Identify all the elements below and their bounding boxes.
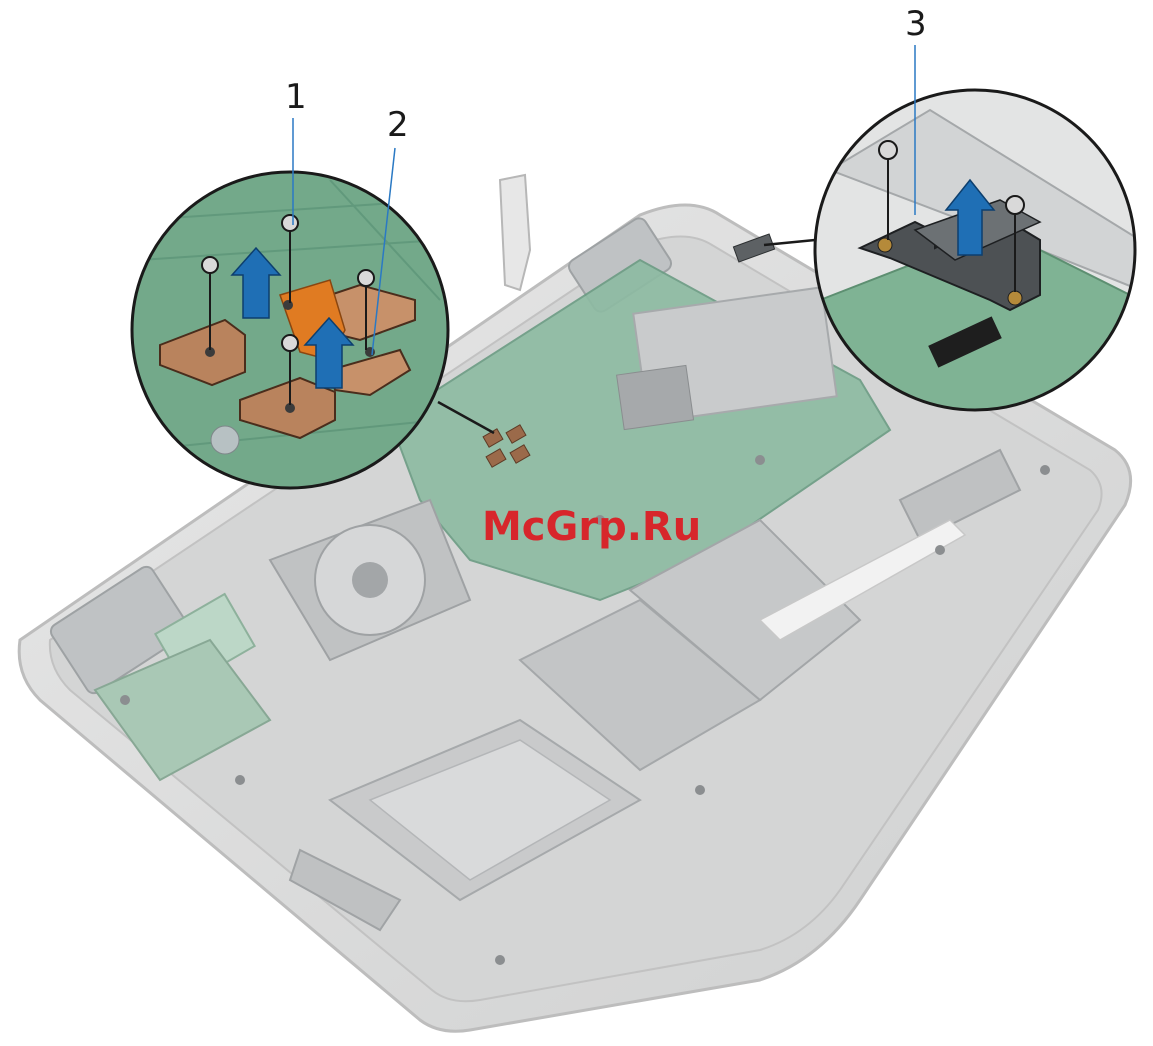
callout-2-label: 2: [387, 105, 409, 145]
cpu-die: [617, 365, 694, 429]
display-cable: [500, 175, 530, 290]
callout-3-label: 3: [905, 4, 927, 44]
callout-1-label: 1: [285, 77, 307, 117]
watermark: McGrp.Ru: [482, 504, 701, 550]
